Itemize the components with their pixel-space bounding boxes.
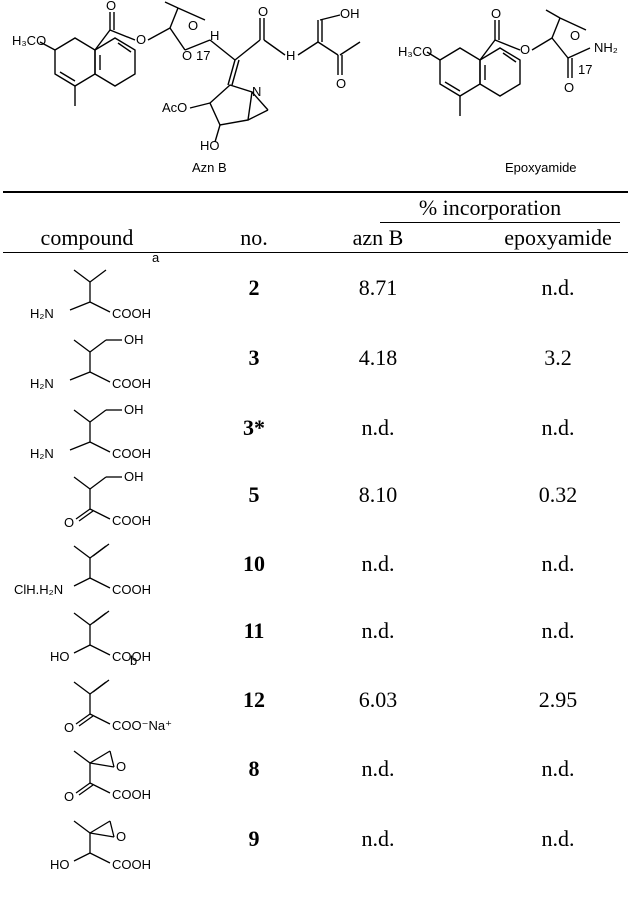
compound-structure: O COOH OH [64, 469, 151, 530]
acid-label: COOH [112, 446, 151, 461]
compound-structure: HO COOH [50, 610, 151, 664]
aznb-position-label: 17 [196, 48, 210, 63]
cell-epoxyamide-value: 2.95 [538, 687, 578, 712]
cell-aznb-value: 8.71 [358, 275, 398, 300]
cell-epoxyamide-value: n.d. [541, 415, 575, 440]
header-no: no. [240, 225, 268, 250]
cell-compound-number: 9 [248, 826, 260, 851]
cell-aznb-value: 4.18 [358, 345, 398, 370]
cell-compound-number: 5 [248, 482, 260, 507]
epoxide-oxygen-label: O [116, 829, 126, 844]
cell-epoxyamide-value: n.d. [541, 756, 575, 781]
header-compound: compound [40, 225, 134, 250]
cell-compound-number: 12 [243, 687, 265, 712]
epoxyamide-ester-o-label: O [520, 42, 530, 57]
keto-oxygen-label: O [64, 515, 74, 530]
table-top-rule [3, 191, 628, 193]
header-epoxyamide: epoxyamide [504, 225, 612, 250]
cell-aznb-value: n.d. [361, 826, 395, 851]
structure-drawings: H₃CO O O O O 17 H O H OH O N AcO HO Azn … [12, 0, 618, 175]
compound-structure: H₂N COOH [30, 269, 151, 321]
header-group-incorporation: % incorporation [418, 195, 562, 220]
aznb-n-label: N [252, 84, 261, 99]
cell-aznb-value: 8.10 [358, 482, 398, 507]
keto-oxygen-label: O [64, 789, 74, 804]
amine-label: H₂N [30, 446, 54, 461]
aznb-ester-o-label: O [136, 32, 146, 47]
cell-epoxyamide-value: 0.32 [538, 482, 578, 507]
epoxide-oxygen-label: O [116, 759, 126, 774]
hydroxy-label: HO [50, 649, 70, 664]
hydroxy-label: HO [50, 857, 70, 872]
aznb-keto-o-label: O [336, 76, 346, 91]
cell-compound-number: 11 [243, 618, 265, 643]
cell-aznb-value: n.d. [361, 618, 395, 643]
cell-aznb-value: 6.03 [358, 687, 398, 712]
acid-label: COOH [112, 376, 151, 391]
aznb-epoxide-o-label: O [188, 18, 198, 33]
aznb-amide-o-label: O [258, 4, 268, 19]
acid-label: COO⁻Na⁺ [112, 718, 172, 733]
aznb-acetoxy-label: AcO [162, 100, 187, 115]
acid-label: COOH [112, 649, 151, 664]
acid-label: COOH [112, 306, 151, 321]
compound-structure: O COO⁻Na⁺ [64, 679, 172, 735]
acid-label: COOH [112, 513, 151, 528]
amine-label: H₂N [30, 376, 54, 391]
header-aznb: azn B [352, 225, 404, 250]
footnote-a: a [152, 250, 160, 265]
group-underline [380, 222, 620, 223]
cell-compound-number: 3* [243, 415, 265, 440]
aznb-hydroxy-label: HO [200, 138, 220, 153]
epoxyamide-methoxy-label: H₃CO [398, 44, 432, 59]
hydroxyl-label: OH [124, 332, 144, 347]
footnote-b: b [130, 653, 138, 668]
epoxyamide-epoxide-o-label: O [570, 28, 580, 43]
cell-aznb-value: n.d. [361, 551, 395, 576]
cell-aznb-value: n.d. [361, 415, 395, 440]
cell-compound-number: 3 [248, 345, 260, 370]
acid-label: COOH [112, 582, 151, 597]
structure-header: H₃CO O O O O 17 H O H OH O N AcO HO Azn … [0, 0, 631, 183]
compound-structure: H₂N COOH OH [30, 402, 151, 461]
aznb-o-label: O [106, 0, 116, 13]
cell-compound-number: 2 [248, 275, 260, 300]
acid-label: COOH [112, 787, 151, 802]
cell-epoxyamide-value: 3.2 [544, 345, 572, 370]
aznb-c17-o-label: O [182, 48, 192, 63]
epoxyamide-o-label: O [491, 6, 501, 21]
cell-epoxyamide-value: n.d. [541, 275, 575, 300]
epoxyamide-amide-label: NH₂ [594, 40, 618, 55]
hydroxyl-label: OH [124, 469, 144, 484]
cell-epoxyamide-value: n.d. [541, 826, 575, 851]
cell-compound-number: 8 [248, 756, 260, 781]
acid-label: COOH [112, 857, 151, 872]
table-header-rule [3, 252, 628, 253]
compound-structure: H₂N COOH OH [30, 332, 151, 391]
aznb-nh2-label: H [286, 48, 295, 63]
aznb-caption: Azn B [192, 160, 227, 175]
cell-epoxyamide-value: n.d. [541, 618, 575, 643]
cell-compound-number: 10 [243, 551, 265, 576]
amine-label: ClH.H₂N [14, 582, 63, 597]
keto-oxygen-label: O [64, 720, 74, 735]
compound-structure: O HO COOH [50, 820, 151, 872]
compound-structure: ClH.H₂N COOH [14, 543, 151, 597]
aznb-hydroxy-top-label: OH [340, 6, 360, 21]
cell-aznb-value: n.d. [361, 756, 395, 781]
amine-label: H₂N [30, 306, 54, 321]
aznb-nh-label: H [210, 28, 219, 43]
hydroxyl-label: OH [124, 402, 144, 417]
epoxyamide-caption: Epoxyamide [505, 160, 577, 175]
compound-structure: O O COOH [64, 750, 151, 804]
aznb-methoxy-label: H₃CO [12, 33, 46, 48]
cell-epoxyamide-value: n.d. [541, 551, 575, 576]
epoxyamide-position-label: 17 [578, 62, 592, 77]
epoxyamide-keto-o-label: O [564, 80, 574, 95]
